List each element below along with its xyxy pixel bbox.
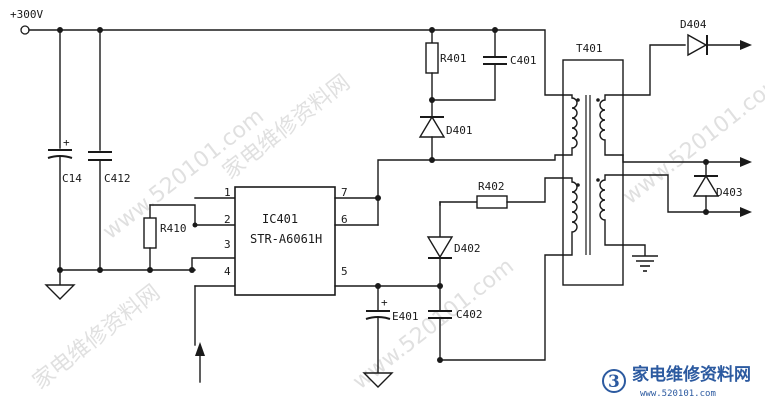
resistor-r401: R401 <box>425 29 467 101</box>
logo-url: www.520101.com <box>640 389 716 399</box>
diode-d404: D404 <box>680 18 752 57</box>
watermark-text-5: 家电维修资料网 <box>28 280 165 395</box>
r402-label: R402 <box>478 180 505 193</box>
capacitor-e401: + E401 <box>365 285 419 373</box>
ic-pin-4: 4 <box>224 265 231 278</box>
c402-label: C402 <box>456 308 483 321</box>
logo-badge: 3 <box>608 372 620 392</box>
ic-pin-6: 6 <box>341 213 348 226</box>
ic-pin-7: 7 <box>341 186 348 199</box>
diode-d403: D403 <box>692 161 743 213</box>
ground-symbol-e401 <box>362 372 394 388</box>
c412-label: C412 <box>104 172 131 185</box>
d401-label: D401 <box>446 124 473 137</box>
ic-ref: IC401 <box>262 212 298 226</box>
site-logo: 3 家电维修资料网 www.520101.com <box>602 364 751 399</box>
diode-d402: D402 <box>426 201 481 287</box>
watermark-layer: www.520101.com 家电维修资料网 www.520101.com ww… <box>28 69 765 395</box>
resistor-r402: R402 <box>439 177 564 209</box>
d403-label: D403 <box>716 186 743 199</box>
watermark-text-4: www.520101.com <box>618 69 765 210</box>
d402-label: D402 <box>454 242 481 255</box>
ic401: IC401 STR-A6061H 1 2 3 4 5 6 7 <box>224 186 348 296</box>
diode-d401: D401 <box>418 99 473 161</box>
ic-pin-1: 1 <box>224 186 231 199</box>
transformer-t401: T401 <box>562 42 624 286</box>
logo-title: 家电维修资料网 <box>632 364 751 385</box>
supply-label: +300V <box>10 8 43 21</box>
e401-label: E401 <box>392 310 419 323</box>
capacitor-c401: C401 <box>431 29 537 101</box>
capacitor-c14: + C14 <box>47 29 82 271</box>
ic-pin-3: 3 <box>224 238 231 251</box>
top-rail <box>28 29 564 96</box>
capacitor-c412: C412 <box>88 29 131 271</box>
r410-label: R410 <box>160 222 187 235</box>
r401-label: R401 <box>440 52 467 65</box>
feedback-arrow <box>195 342 205 383</box>
resistor-r410: R410 <box>143 204 196 271</box>
ground-symbol-left <box>44 284 76 300</box>
d404-label: D404 <box>680 18 707 31</box>
ic-part: STR-A6061H <box>250 232 322 246</box>
c401-label: C401 <box>510 54 537 67</box>
ic-pin-2: 2 <box>224 213 231 226</box>
ic-pin-5: 5 <box>341 265 348 278</box>
e401-plus: + <box>381 296 388 309</box>
c14-plus: + <box>63 136 70 149</box>
t401-label: T401 <box>576 42 603 55</box>
ground-symbol-secondary <box>632 255 658 272</box>
capacitor-c402: C402 <box>428 285 483 361</box>
c14-label: C14 <box>62 172 82 185</box>
